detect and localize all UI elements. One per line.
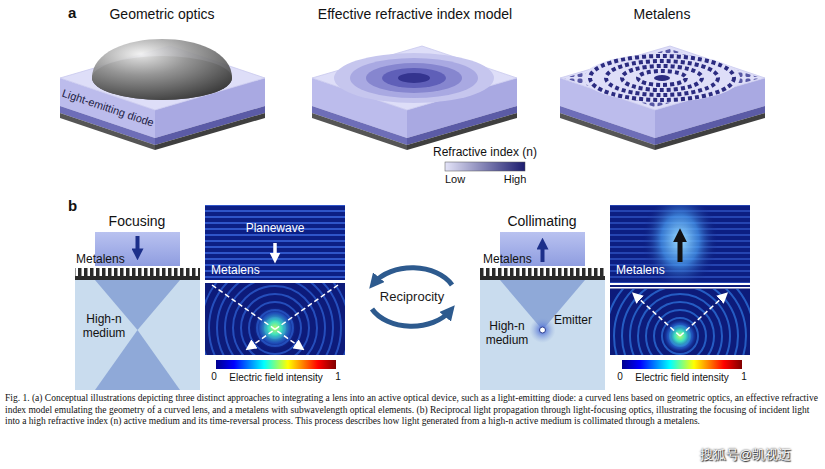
focusing-field-map-part-part	[225, 283, 325, 355]
panel-title: Focusing	[109, 213, 166, 229]
led-graded-index-lens-part	[312, 46, 517, 150]
reciprocity-arrows-part	[374, 268, 452, 285]
wave-label: Planewave	[246, 222, 305, 236]
panel-title: Effective refractive index model	[318, 6, 512, 22]
collimating-field-map	[606, 190, 754, 410]
focusing-field-map-part	[212, 285, 300, 347]
focusing-field-map-part	[250, 285, 338, 347]
collimating-schematic	[480, 232, 605, 390]
field-map-panel: Metalens	[610, 205, 750, 355]
field-colorbar	[216, 360, 336, 369]
collimating-schematic-part	[480, 268, 605, 276]
led-metalens-part	[606, 61, 718, 95]
medium-label: High-n medium	[476, 320, 538, 348]
led-metalens-part	[584, 54, 740, 102]
collimating-field-map-part-part	[610, 289, 750, 355]
collimating-field-map-part	[636, 296, 680, 336]
process-label: Reciprocity	[380, 290, 444, 305]
led-geometric-lens-part	[92, 39, 232, 100]
collimating-schematic-part	[540, 327, 546, 333]
led-metalens-part	[654, 75, 670, 81]
focusing-field-map-part	[273, 243, 277, 258]
collimating-field-map-part	[610, 287, 750, 289]
collimating-field-map-part-part	[614, 289, 746, 355]
colorbar-title: Electric field intensity	[635, 372, 728, 384]
led-metalens-part	[590, 56, 734, 100]
led-graded-index-lens	[312, 46, 517, 150]
led-metalens	[560, 46, 765, 150]
focusing-field-map-part-part	[233, 286, 317, 355]
led-metalens-part	[564, 49, 761, 107]
colorbar-title: Electric field intensity	[229, 372, 322, 384]
collimating-field-map-part	[680, 296, 724, 336]
part-label: Metalens	[211, 264, 260, 278]
illustration-panel: Effective refractive index model	[300, 2, 530, 142]
medium-label: High-n medium	[73, 313, 135, 341]
led-graded-index-lens-part	[398, 73, 430, 83]
led-graded-index-lens-part	[350, 58, 478, 98]
schematic-panel: FocusingMetalensHigh-n medium	[72, 212, 204, 392]
led-graded-index-lens-part	[334, 53, 494, 103]
focusing-field-map-part	[205, 283, 345, 355]
part-label: Metalens	[483, 253, 532, 267]
focusing-field-map-part-part	[249, 302, 301, 354]
led-metalens-part	[560, 46, 765, 150]
collimating-field-map-part	[610, 289, 750, 355]
collimating-field-map-part-part	[630, 289, 730, 355]
field-map-panel: PlanewaveMetalens	[205, 205, 345, 355]
collimating-field-map-part-part	[638, 294, 722, 355]
led-metalens-part	[622, 66, 702, 90]
illustration-panel: Metalens	[555, 2, 770, 142]
led-graded-index-lens-part	[366, 63, 462, 93]
led-graded-index-lens-part	[382, 68, 446, 88]
focusing-field-map	[201, 205, 349, 402]
part-label: Metalens	[76, 253, 125, 267]
focusing-field-map-part-part	[205, 283, 345, 355]
collimating-schematic-part	[541, 246, 545, 262]
panel-title: Metalens	[634, 6, 691, 22]
collimating-field-map-part	[610, 283, 750, 285]
collimating-field-map-part-part	[646, 302, 714, 355]
collimating-field-map-part-part	[654, 310, 706, 355]
colorbar-tick: 1	[335, 371, 341, 383]
focusing-field-map-part	[205, 280, 345, 283]
panel-letter: b	[68, 197, 77, 214]
reciprocity-arrows-part	[372, 309, 450, 326]
watermark: 搜狐号@凯视迈	[700, 448, 791, 463]
focusing-field-map-part-part	[217, 283, 333, 355]
collimating-schematic-part	[530, 317, 556, 343]
colorbar-title: Refractive index (n)	[433, 146, 537, 160]
focusing-schematic-part	[75, 276, 200, 280]
focusing-field-map-part	[205, 205, 345, 280]
focusing-field-map-part	[253, 306, 297, 350]
illustration-panel: Geometric opticsLight-emitting diode	[55, 2, 270, 152]
field-colorbar	[622, 360, 742, 369]
refractive-index-colorbar	[445, 162, 525, 171]
panel-title: Geometric optics	[109, 6, 214, 22]
collimating-field-map-part	[678, 238, 683, 262]
colorbar-tick: 0	[211, 371, 217, 383]
focusing-schematic	[75, 232, 200, 390]
led-metalens-part	[638, 71, 686, 85]
schematic-panel: CollimatingMetalensEmitter High-n medium	[478, 212, 608, 392]
colorbar-tick: 1	[741, 371, 747, 383]
colorbar-tick: High	[504, 173, 527, 186]
part-label: Metalens	[616, 264, 665, 278]
colorbar-tick: 0	[617, 371, 623, 383]
focusing-field-map-part-part	[209, 283, 341, 355]
led-geometric-lens	[60, 39, 265, 150]
panel-letter: a	[68, 4, 76, 21]
device-label: Light-emitting diode	[60, 87, 155, 130]
focusing-schematic-part	[136, 236, 140, 252]
figure-caption: Fig. 1. (a) Conceptual illustrations dep…	[5, 393, 820, 428]
panel-title: Collimating	[507, 213, 576, 229]
part-label: Emitter	[554, 314, 592, 328]
focusing-schematic-part	[75, 268, 200, 276]
collimating-schematic-part	[480, 276, 605, 280]
colorbar-tick: Low	[445, 173, 465, 186]
collimating-field-map-part-part	[622, 289, 738, 355]
reciprocity-arrows	[372, 268, 452, 326]
